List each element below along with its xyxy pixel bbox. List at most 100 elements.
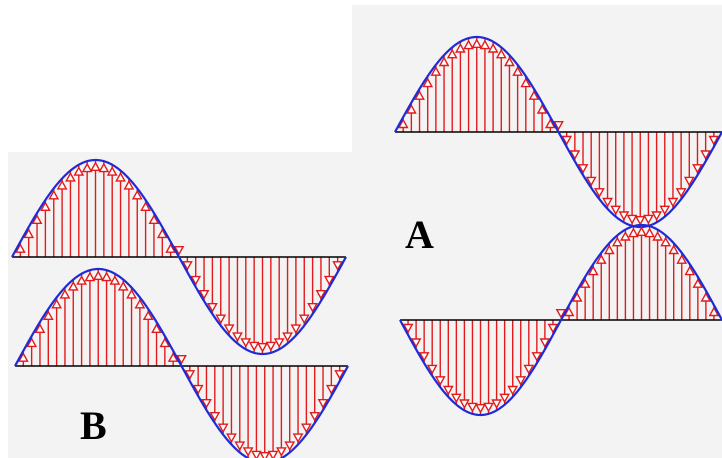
panel-b-upper-sample-marker bbox=[232, 332, 243, 343]
panel-a-upper-sample-marker bbox=[602, 197, 613, 208]
panel-b-upper-sample-marker bbox=[298, 314, 310, 325]
panel-a-lower-sample-marker bbox=[426, 364, 438, 375]
panel-a-upper-sample-marker bbox=[471, 38, 483, 49]
panel-a-lower-sample-marker bbox=[692, 278, 704, 288]
panel-b-upper-sample-marker bbox=[115, 171, 126, 182]
panel-b-lower-sample-marker bbox=[34, 323, 46, 334]
panel-a-upper-sample-marker bbox=[700, 150, 712, 161]
panel-b-lower-sample-marker bbox=[42, 310, 54, 321]
panel-b-lower-sample-marker bbox=[276, 447, 287, 457]
panel-b-lower-sample-marker bbox=[267, 450, 279, 458]
panel-b-lower-sample-marker bbox=[184, 370, 196, 380]
panel-b-lower-sample-marker bbox=[334, 370, 346, 380]
panel-b-lower-sample-marker bbox=[92, 270, 104, 281]
panel-a-lower-sample-marker bbox=[450, 393, 462, 404]
panel-b-upper-sample-marker bbox=[131, 189, 143, 200]
panel-a-lower-sample-marker bbox=[539, 338, 551, 349]
panel-b-upper-sample-marker bbox=[273, 338, 285, 348]
panel-a-lower-curve bbox=[399, 223, 722, 417]
panel-b-lower-sample-marker bbox=[159, 337, 171, 348]
panel-b-lower-sample-marker bbox=[134, 298, 146, 309]
panel-a-lower-sample-marker bbox=[467, 402, 478, 413]
panel-a-upper-sample-marker bbox=[430, 66, 442, 76]
panel-a-upper-sample-marker bbox=[643, 214, 654, 225]
panel-b-upper-sample-marker bbox=[90, 161, 101, 172]
panel-a-upper-sample-marker bbox=[659, 205, 671, 216]
panel-a-upper-sample-marker bbox=[593, 188, 605, 198]
waves-layer bbox=[11, 35, 722, 458]
panel-b-lower-sample-marker bbox=[101, 271, 112, 282]
panel-a-upper-sample-marker bbox=[512, 66, 524, 76]
panel-a-upper-sample-marker bbox=[618, 211, 630, 221]
panel-a-lower-sample-marker bbox=[491, 399, 502, 409]
panel-b-upper-sample-marker bbox=[65, 171, 76, 182]
panel-b-lower-sample-marker bbox=[51, 298, 63, 309]
panel-a-lower-sample-marker bbox=[595, 254, 607, 264]
panel-a-upper-sample-marker bbox=[577, 164, 589, 174]
panel-a-upper-sample-marker bbox=[455, 43, 466, 53]
panel-a-upper-sample-marker bbox=[708, 135, 720, 146]
panel-a-upper-sample-marker bbox=[553, 120, 564, 131]
panel-b-lower-sample-marker bbox=[300, 423, 312, 434]
panel-b-upper-sample-marker bbox=[181, 261, 193, 271]
panel-b-lower-sample-marker bbox=[59, 288, 71, 299]
panel-b-lower-sample-marker bbox=[292, 433, 304, 444]
panel-a-upper-sample-marker bbox=[438, 56, 450, 67]
panel-a-lower-wave bbox=[399, 223, 722, 417]
panel-b-lower-sample-marker bbox=[67, 280, 79, 291]
panel-b-lower-sample-marker bbox=[234, 441, 246, 452]
panel-a-lower-sample-marker bbox=[475, 403, 486, 414]
panel-a-lower-sample-marker bbox=[531, 352, 543, 362]
panel-a-upper-sample-marker bbox=[692, 164, 703, 174]
panel-b-lower-sample-marker bbox=[325, 384, 337, 395]
panel-b-lower-wave bbox=[14, 267, 349, 458]
panel-b-upper-sample-marker bbox=[123, 179, 135, 190]
panel-b-upper-sample-marker bbox=[240, 338, 252, 348]
panel-b-lower-sample-marker bbox=[284, 441, 296, 452]
panel-b-upper-sample-marker bbox=[48, 189, 60, 200]
panel-b-upper-sample-marker bbox=[290, 324, 302, 335]
panel-b-lower-sample-marker bbox=[217, 423, 229, 434]
panel-b-lower-sample-marker bbox=[151, 323, 162, 334]
panel-a-upper-sample-marker bbox=[520, 77, 532, 88]
panel-b-lower-sample-marker bbox=[192, 384, 204, 395]
panel-a-lower-sample-marker bbox=[620, 231, 631, 241]
panel-b-upper-sample-marker bbox=[81, 162, 93, 173]
panel-a-lower-sample-marker bbox=[459, 399, 470, 409]
panel-a-upper-sample-marker bbox=[561, 135, 573, 146]
panel-a-upper-sample-marker bbox=[585, 176, 597, 187]
panel-a-upper-sample-marker bbox=[544, 118, 556, 129]
panel-a-lower-sample-marker bbox=[644, 227, 655, 238]
panel-a-upper-sample-marker bbox=[634, 215, 646, 226]
panel-a-lower-sample-marker bbox=[636, 226, 647, 237]
panel-b-upper-sample-marker bbox=[215, 314, 227, 325]
panel-a-lower-sample-marker bbox=[547, 323, 559, 334]
panel-b-upper-sample-marker bbox=[73, 166, 85, 176]
panel-b-lower-sample-marker bbox=[176, 354, 187, 365]
panel-a-lower-sample-marker bbox=[603, 244, 615, 255]
panel-b-upper-sample-marker bbox=[315, 289, 327, 300]
panel-b-lower-curve bbox=[14, 267, 349, 458]
label-b: B bbox=[80, 403, 107, 448]
panel-b-upper-sample-marker bbox=[98, 162, 110, 173]
panel-b-upper-sample-marker bbox=[257, 342, 268, 353]
panel-a-upper-sample-marker bbox=[405, 103, 417, 114]
panel-b-upper-sample-marker bbox=[31, 214, 43, 225]
panel-b-lower-sample-marker bbox=[84, 271, 96, 282]
panel-b-lower-sample-marker bbox=[209, 411, 221, 422]
panel-a-lower-sample-marker bbox=[418, 352, 430, 362]
panel-a-upper-sample-marker bbox=[422, 77, 434, 88]
panel-a-lower-sample-marker bbox=[507, 385, 519, 396]
panel-a-upper-sample-marker bbox=[569, 150, 581, 161]
panel-b-upper-sample-marker bbox=[14, 243, 26, 253]
panel-b-upper-sample-marker bbox=[190, 275, 202, 286]
panel-b-upper-wave bbox=[11, 158, 347, 356]
panel-a-lower-sample-marker bbox=[587, 265, 599, 276]
panel-b-upper-sample-marker bbox=[332, 261, 344, 271]
panel-b-upper-sample-marker bbox=[156, 228, 168, 239]
panel-b-upper-sample-marker bbox=[307, 302, 318, 313]
label-a: A bbox=[405, 212, 434, 257]
panel-a-lower-sample-marker bbox=[708, 306, 720, 317]
panel-b-upper-sample-marker bbox=[56, 179, 68, 190]
